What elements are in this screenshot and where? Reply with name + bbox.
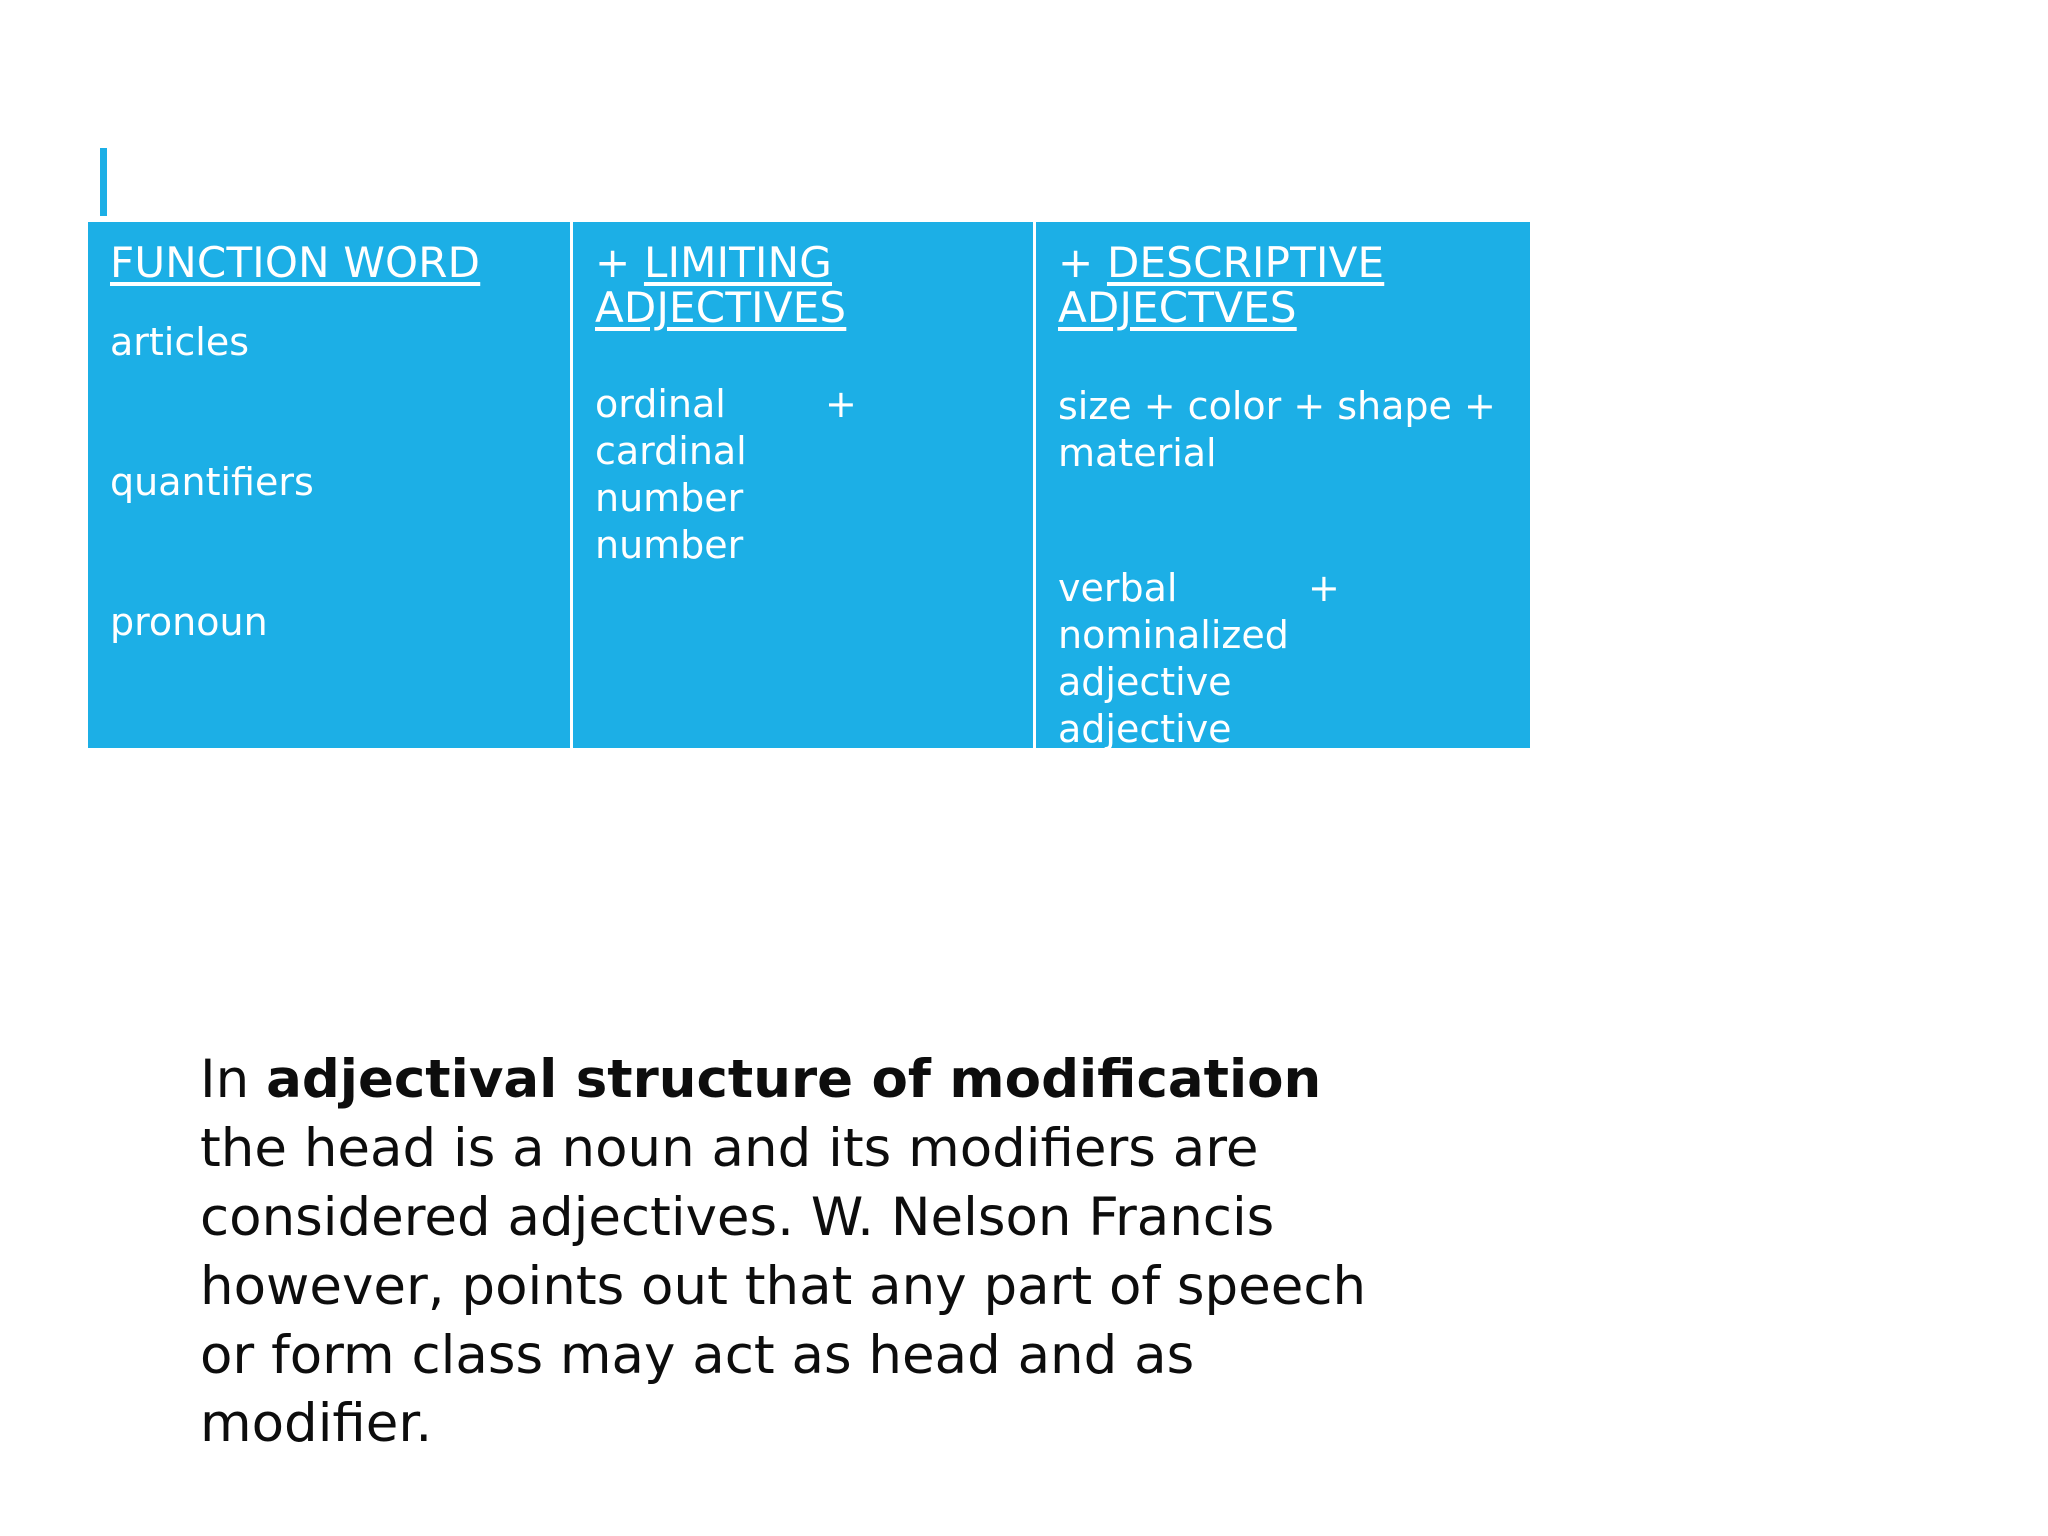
plus-sign-icon: +: [825, 381, 857, 426]
column-header-line-2: ADJECTIVES: [595, 283, 847, 333]
list-item-adjective-1: adjective: [1058, 659, 1516, 706]
list-item-ordinal-label: ordinal: [595, 381, 726, 426]
column-header-function-word: FUNCTION WORD: [110, 240, 556, 285]
list-item-cardinal-label: cardinal: [595, 428, 747, 473]
list-item-verbal: verbal +: [1058, 565, 1516, 612]
list-item-nominalized: nominalized: [1058, 612, 1516, 659]
paragraph-rest: the head is a noun and its modifiers are…: [200, 1117, 1367, 1455]
column-header-line-2: ADJECTVES: [1058, 283, 1297, 333]
paragraph-lead-bold: adjectival structure of modification: [266, 1049, 1322, 1110]
column-header-line-1: FUNCTION WORD: [110, 238, 481, 287]
paragraph-lead-plain: In: [200, 1049, 267, 1110]
adjective-order-table: FUNCTION WORD articles quantifiers prono…: [88, 222, 1530, 751]
list-item-number-2: number: [595, 522, 1019, 569]
column-header-limiting-adjectives: + LIMITING ADJECTIVES: [595, 240, 1019, 331]
table-column-limiting-adjectives: + LIMITING ADJECTIVES ordinal + cardinal…: [570, 222, 1033, 748]
text-caret: [100, 148, 107, 216]
list-item-adjective-2: adjective: [1058, 706, 1516, 753]
plus-sign-icon: +: [1308, 565, 1340, 610]
table-column-descriptive-adjectives: + DESCRIPTIVE ADJECTVES size + color + s…: [1033, 222, 1530, 751]
column-header-line-1: DESCRIPTIVE: [1106, 238, 1385, 287]
list-item-nominalized-label: nominalized: [1058, 613, 1289, 658]
plus-sign-icon: +: [595, 238, 631, 287]
column-header-descriptive-adjectives: + DESCRIPTIVE ADJECTVES: [1058, 240, 1516, 331]
list-item-quantifiers: quantifiers: [110, 460, 314, 505]
list-item-adjective-2-label: adjective: [1058, 707, 1232, 752]
plus-sign-icon: +: [1058, 238, 1094, 287]
list-item-number-1: number: [595, 475, 1019, 522]
list-item-verbal-label: verbal: [1058, 565, 1178, 610]
list-item-adjective-1-label: adjective: [1058, 660, 1232, 705]
list-item-articles: articles: [110, 320, 249, 365]
list-item-number-1-label: number: [595, 475, 744, 520]
table-column-function-word: FUNCTION WORD articles quantifiers prono…: [88, 222, 570, 748]
descriptive-group-one-text: size + color + shape + material: [1058, 383, 1496, 475]
limiting-adjectives-list: ordinal + cardinal number number: [595, 381, 1019, 569]
body-paragraph: In adjectival structure of modification …: [200, 1046, 1380, 1459]
function-word-list: articles quantifiers pronoun: [110, 319, 556, 669]
descriptive-adjectives-group-two: verbal + nominalized adjective adjective: [1058, 565, 1516, 753]
list-item-ordinal: ordinal +: [595, 381, 1019, 428]
list-item-pronoun: pronoun: [110, 600, 268, 645]
list-item-number-2-label: number: [595, 523, 744, 568]
list-item-cardinal: cardinal: [595, 428, 1019, 475]
column-header-line-1: LIMITING: [643, 238, 832, 287]
descriptive-adjectives-group-one: size + color + shape + material: [1058, 383, 1516, 477]
